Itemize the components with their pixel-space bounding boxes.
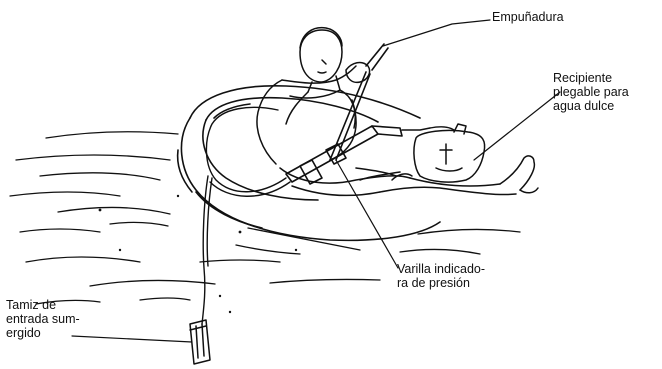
label-pressure-rod: Varilla indicado- ra de presión	[397, 262, 485, 290]
label-line: Tamiz de	[6, 298, 80, 312]
label-line: agua dulce	[553, 99, 629, 113]
label-line: Recipiente	[553, 71, 629, 85]
label-grip: Empuñadura	[492, 10, 564, 24]
freshwater-container	[414, 124, 485, 182]
water-droplets	[99, 195, 298, 313]
leader-container	[474, 92, 560, 160]
survivor-figure	[257, 28, 538, 196]
label-line: entrada sum-	[6, 312, 80, 326]
inflatable-ring	[178, 86, 440, 241]
label-line: ra de presión	[397, 276, 485, 290]
label-freshwater-container: Recipiente plegable para agua dulce	[553, 71, 629, 113]
label-intake-strainer: Tamiz de entrada sum- ergido	[6, 298, 80, 340]
leader-strainer	[72, 336, 192, 342]
intake-strainer	[190, 320, 210, 364]
label-line: Varilla indicado-	[397, 262, 485, 276]
pump-assembly	[286, 44, 430, 184]
leader-grip	[383, 20, 490, 46]
label-line: plegable para	[553, 85, 629, 99]
label-line: ergido	[6, 326, 80, 340]
